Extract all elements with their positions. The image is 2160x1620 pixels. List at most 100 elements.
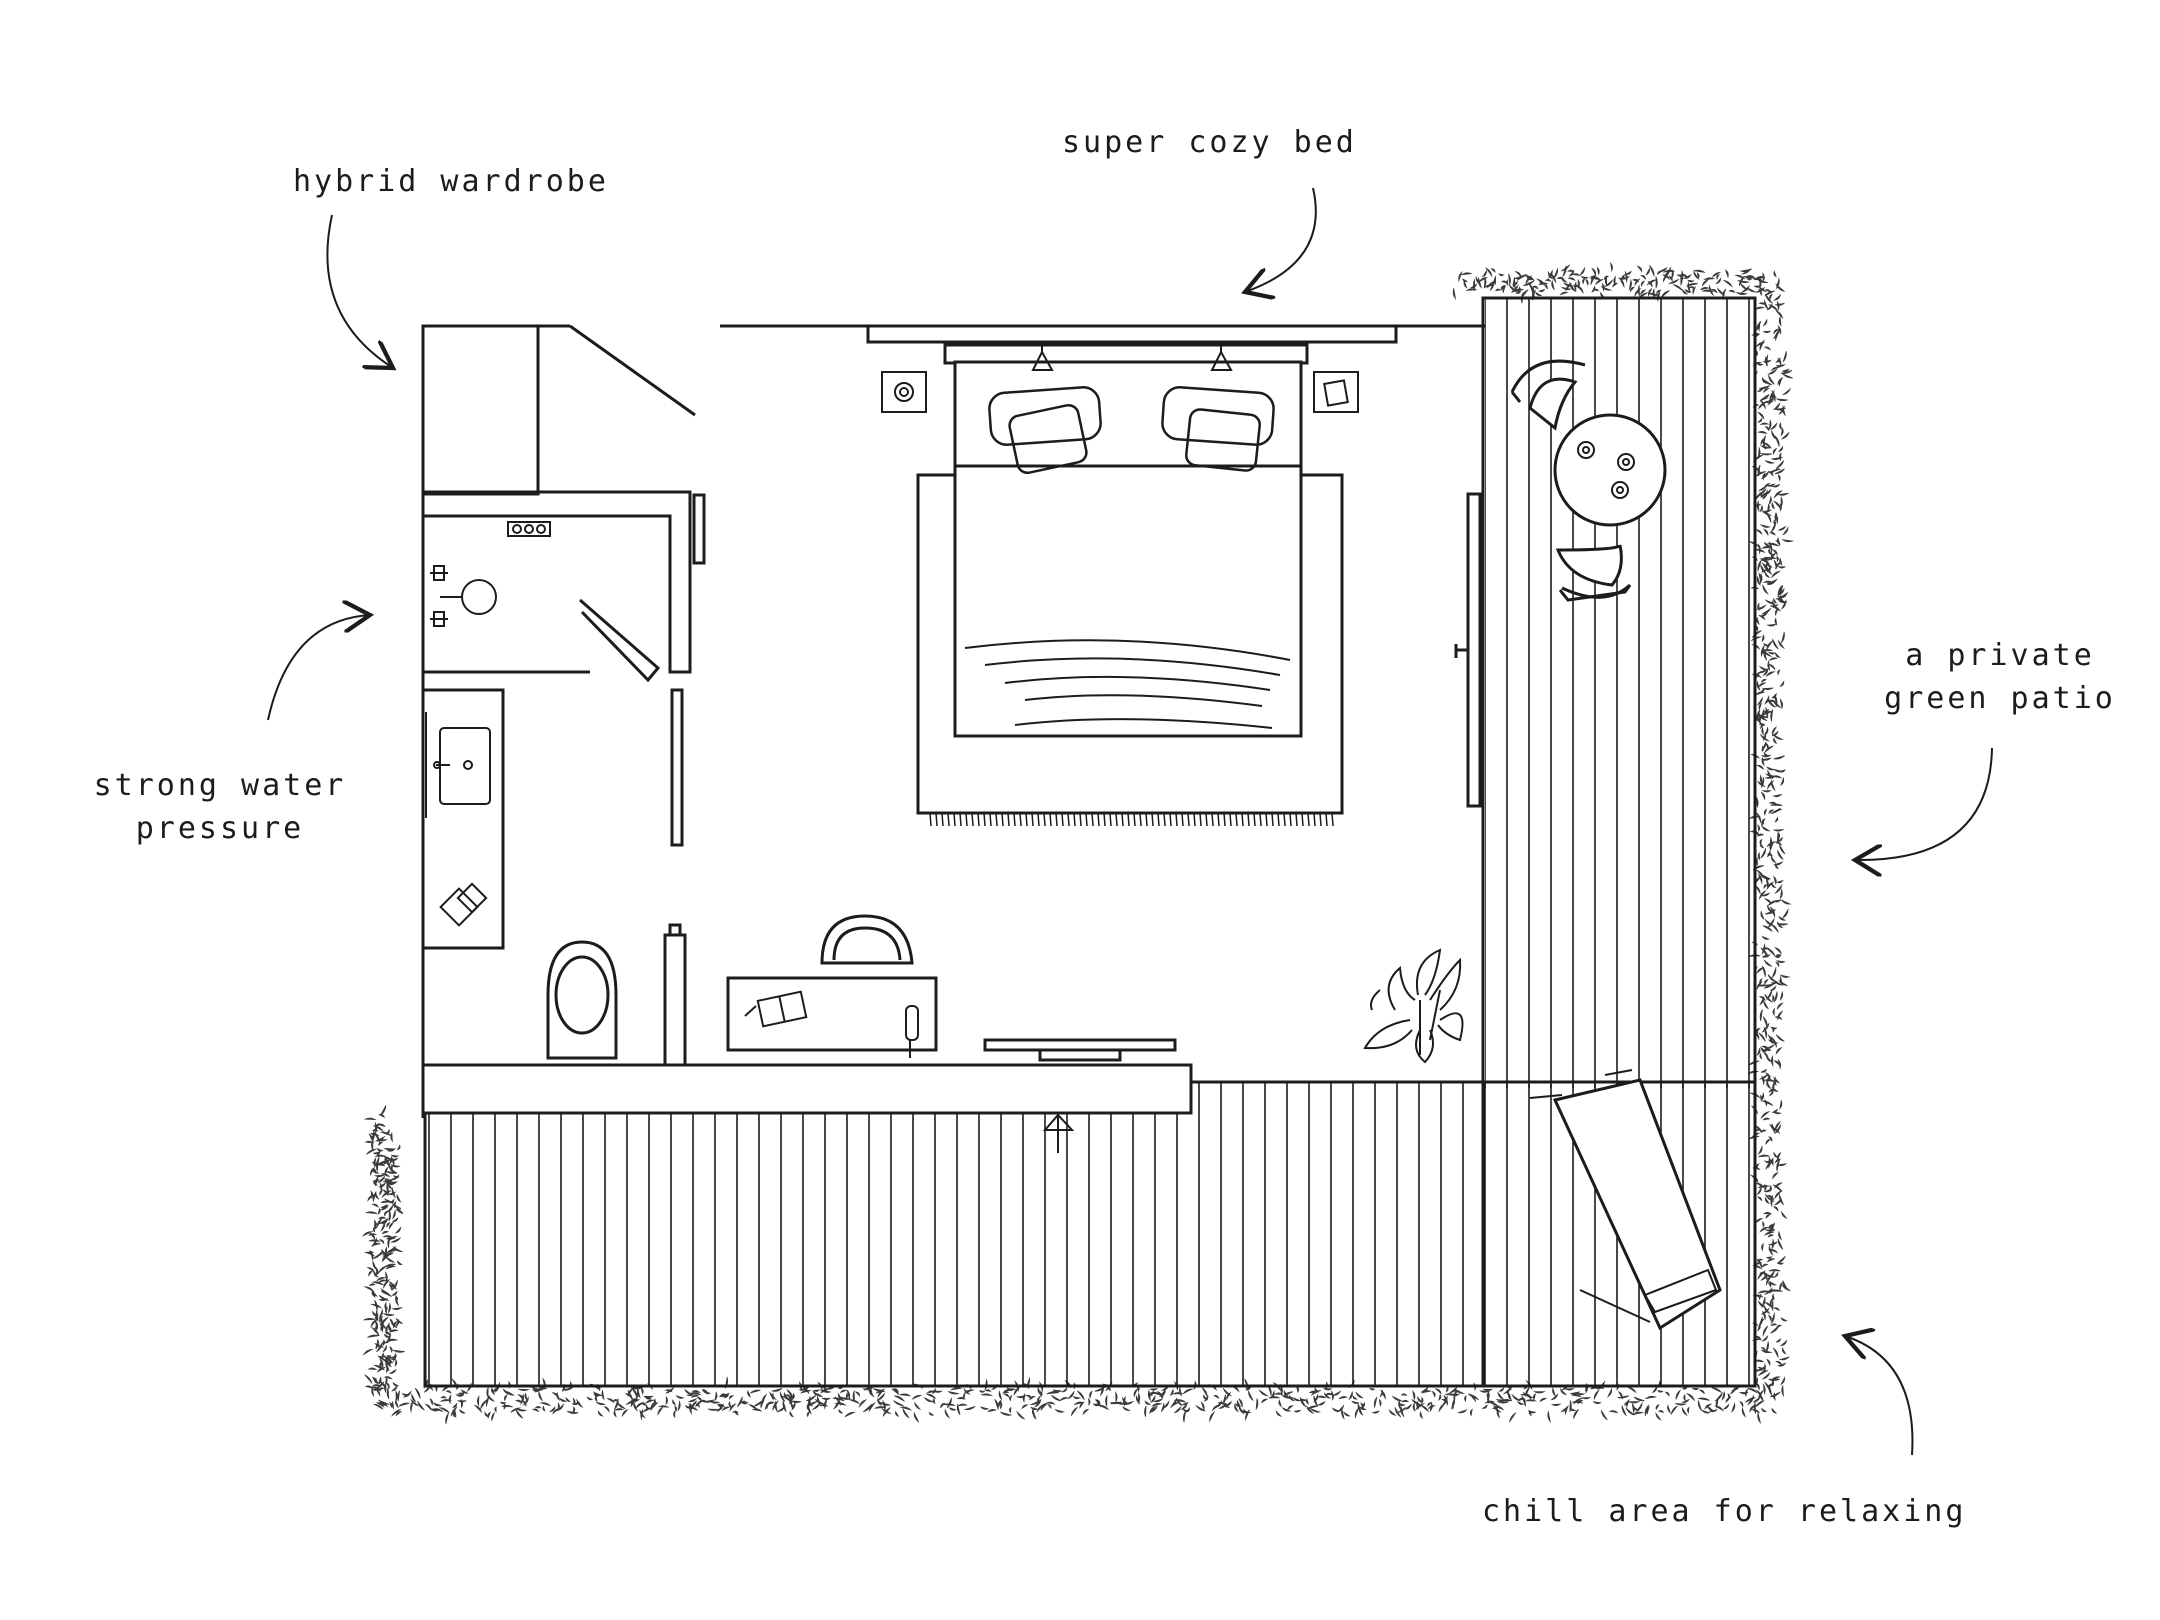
leaf-shape: [431, 1408, 444, 1412]
leaf-shape: [674, 1405, 678, 1413]
leaf-shape: [1770, 1026, 1778, 1030]
leaf-shape: [1757, 1270, 1766, 1280]
leaf-shape: [364, 1374, 373, 1384]
leaf-shape: [1761, 1407, 1768, 1413]
leaf-shape: [1400, 1393, 1408, 1396]
leaf-shape: [1309, 1407, 1322, 1413]
leaf-shape: [1714, 1405, 1725, 1412]
leaf-shape: [1603, 279, 1614, 288]
leaf-shape: [1767, 1282, 1772, 1288]
leaf-shape: [764, 1400, 772, 1411]
leaf-shape: [1777, 474, 1781, 482]
leaf-shape: [1497, 1391, 1505, 1400]
leaf-shape: [899, 1406, 913, 1411]
leaf-shape: [914, 1401, 922, 1411]
leaf-shape: [387, 1281, 397, 1290]
rug-fringe: [1187, 812, 1190, 827]
leaf-shape: [1553, 268, 1559, 279]
leaf-shape: [1693, 269, 1706, 273]
sun-lounger-icon: [1529, 1069, 1722, 1331]
leaf-shape: [1778, 639, 1785, 649]
leaf-shape: [1636, 1401, 1643, 1413]
leaf-shape: [1758, 890, 1767, 900]
leaf-shape: [593, 1393, 600, 1397]
leaf-shape: [1759, 1094, 1763, 1102]
leaf-shape: [1769, 1296, 1775, 1306]
leaf-shape: [862, 1387, 874, 1391]
leaf-shape: [1760, 1129, 1767, 1133]
leaf-shape: [1779, 888, 1783, 900]
leaf-shape: [1774, 607, 1779, 617]
leaf-shape: [1656, 271, 1663, 276]
leaf-shape: [1513, 276, 1516, 290]
leaf-shape: [1757, 1154, 1771, 1158]
leaf-shape: [1772, 638, 1779, 650]
leaf-shape: [1152, 1398, 1164, 1403]
leaf-shape: [378, 1216, 387, 1220]
leaf-shape: [1268, 1396, 1280, 1399]
leaf-shape: [1201, 1387, 1208, 1398]
leaf-shape: [1762, 388, 1770, 394]
leaf-shape: [1532, 1391, 1546, 1394]
leaf-shape: [374, 1175, 379, 1187]
leaf-shape: [390, 1156, 395, 1167]
leaf-shape: [1655, 1412, 1662, 1421]
leaf-shape: [1756, 981, 1763, 990]
leaf-shape: [677, 1400, 681, 1412]
rug-fringe: [1271, 812, 1274, 827]
leaf-shape: [389, 1401, 393, 1409]
leaf-shape: [1759, 385, 1771, 390]
leaf-shape: [1000, 1400, 1003, 1410]
leaf-shape: [1631, 1411, 1645, 1416]
leaf-shape: [858, 1399, 868, 1408]
leaf-shape: [1765, 671, 1776, 677]
leaf-shape: [1764, 289, 1772, 294]
leaf-shape: [1343, 1411, 1351, 1417]
leaf-shape: [1676, 274, 1686, 277]
leaf-shape: [1773, 875, 1777, 886]
leaf-shape: [1764, 699, 1777, 703]
leaf-shape: [948, 1407, 957, 1411]
label-shower-line2: pressure: [136, 811, 305, 846]
leaf-shape: [1764, 978, 1769, 985]
leaf-shape: [1681, 1398, 1690, 1403]
leaf-shape: [1776, 1002, 1784, 1010]
leaf-shape: [1774, 302, 1786, 306]
rug-fringe: [1301, 812, 1304, 827]
leaf-shape: [1771, 429, 1778, 441]
leaf-shape: [1757, 417, 1763, 423]
leaf-shape: [946, 1397, 952, 1409]
leaf-shape: [1755, 1382, 1760, 1391]
leaf-shape: [1258, 1389, 1269, 1397]
leaf-shape: [1778, 377, 1783, 387]
leaf-shape: [1079, 1401, 1085, 1409]
leaf-shape: [1759, 422, 1770, 425]
leaf-shape: [1774, 1182, 1783, 1189]
leaf-shape: [445, 1390, 452, 1394]
leaf-shape: [1484, 267, 1493, 278]
leaf-shape: [376, 1338, 380, 1346]
leaf-shape: [1419, 1411, 1423, 1420]
leaf-shape: [376, 1175, 386, 1183]
wall-lamp-icon: [1031, 343, 1233, 371]
leaf-shape: [1761, 947, 1770, 950]
leaf-shape: [1551, 279, 1555, 291]
leaf-shape: [1780, 899, 1792, 905]
leaf-shape: [1763, 541, 1771, 547]
leaf-shape: [1765, 1054, 1773, 1063]
leaf-shape: [838, 1408, 844, 1414]
annotation-labels: hybrid wardrobe super cozy bed strong wa…: [94, 125, 2113, 1529]
leaf-shape: [1649, 265, 1655, 277]
leaf-shape: [1760, 1307, 1770, 1315]
leaf-shape: [1625, 270, 1632, 275]
leaf-shape: [1628, 1401, 1640, 1404]
leaf-shape: [1771, 1300, 1774, 1312]
leaf-shape: [1740, 284, 1751, 294]
leaf-shape: [521, 1400, 527, 1407]
leaf-shape: [673, 1410, 676, 1419]
leaf-shape: [542, 1405, 546, 1412]
leaf-shape: [1759, 1226, 1770, 1233]
leaf-shape: [1777, 325, 1782, 336]
leaf-shape: [1000, 1411, 1012, 1416]
leaf-shape: [491, 1411, 496, 1422]
